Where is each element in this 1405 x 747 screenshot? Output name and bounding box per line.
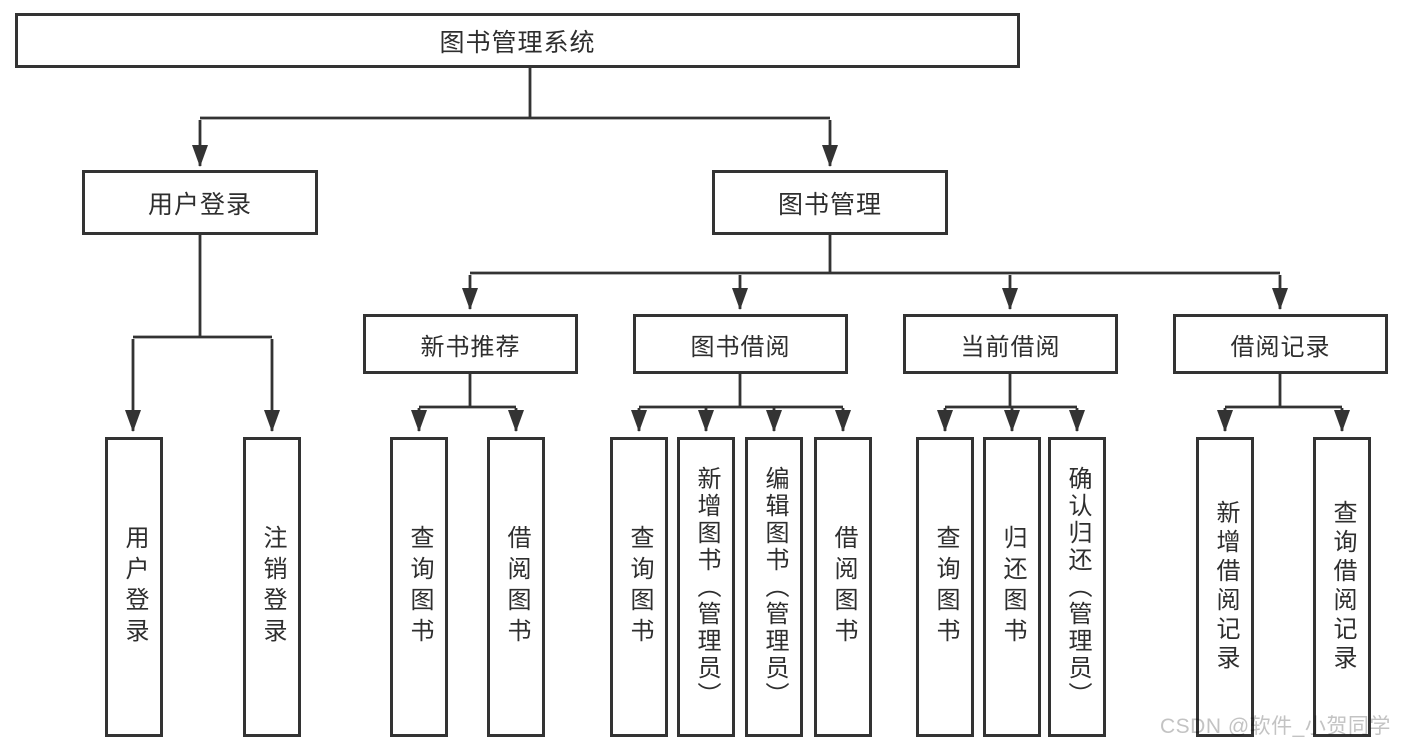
node-new-book-recommendation-label: 新书推荐 xyxy=(420,333,521,361)
node-leaf-query-book-1: 查询图书 xyxy=(390,437,448,737)
node-leaf-query-book-3-label: 查询图书 xyxy=(932,525,959,649)
node-book-borrowing: 图书借阅 xyxy=(633,314,848,374)
node-leaf-borrow-book-1: 借阅图书 xyxy=(487,437,545,737)
node-current-borrowing: 当前借阅 xyxy=(903,314,1118,374)
node-leaf-add-book-admin: 新增图书（管理员） xyxy=(677,437,735,737)
node-leaf-borrow-book-2: 借阅图书 xyxy=(814,437,872,737)
node-leaf-add-borrow-record-label: 新增借阅记录 xyxy=(1212,500,1239,674)
node-leaf-return-book: 归还图书 xyxy=(983,437,1041,737)
node-leaf-logout-label: 注销登录 xyxy=(259,525,286,649)
node-leaf-user-login-label: 用户登录 xyxy=(121,525,148,649)
node-book-borrowing-label: 图书借阅 xyxy=(690,333,791,361)
node-leaf-borrow-book-1-label: 借阅图书 xyxy=(503,525,530,649)
node-leaf-confirm-return-admin: 确认归还（管理员） xyxy=(1048,437,1106,737)
node-leaf-logout: 注销登录 xyxy=(243,437,301,737)
node-leaf-query-book-1-label: 查询图书 xyxy=(406,525,433,649)
node-leaf-user-login: 用户登录 xyxy=(105,437,163,737)
node-leaf-edit-book-admin-label: 编辑图书（管理员） xyxy=(761,465,788,709)
node-user-login-label: 用户登录 xyxy=(147,190,252,219)
node-leaf-query-borrow-record-label: 查询借阅记录 xyxy=(1329,500,1356,674)
node-leaf-query-book-3: 查询图书 xyxy=(916,437,974,737)
node-book-management: 图书管理 xyxy=(712,170,948,235)
node-leaf-query-borrow-record: 查询借阅记录 xyxy=(1313,437,1371,737)
node-book-management-label: 图书管理 xyxy=(777,190,882,219)
node-root: 图书管理系统 xyxy=(15,13,1020,68)
node-leaf-borrow-book-2-label: 借阅图书 xyxy=(830,525,857,649)
node-current-borrowing-label: 当前借阅 xyxy=(960,333,1061,361)
node-leaf-return-book-label: 归还图书 xyxy=(999,525,1026,649)
node-root-label: 图书管理系统 xyxy=(439,28,596,57)
node-borrowing-records: 借阅记录 xyxy=(1173,314,1388,374)
node-leaf-confirm-return-admin-label: 确认归还（管理员） xyxy=(1064,465,1091,709)
node-new-book-recommendation: 新书推荐 xyxy=(363,314,578,374)
node-leaf-query-book-2-label: 查询图书 xyxy=(626,525,653,649)
node-borrowing-records-label: 借阅记录 xyxy=(1230,333,1331,361)
node-leaf-add-borrow-record: 新增借阅记录 xyxy=(1196,437,1254,737)
node-user-login: 用户登录 xyxy=(82,170,318,235)
csdn-watermark: CSDN @软件_小贺同学 xyxy=(1160,715,1391,738)
node-leaf-add-book-admin-label: 新增图书（管理员） xyxy=(693,465,720,709)
node-leaf-edit-book-admin: 编辑图书（管理员） xyxy=(745,437,803,737)
node-leaf-query-book-2: 查询图书 xyxy=(610,437,668,737)
